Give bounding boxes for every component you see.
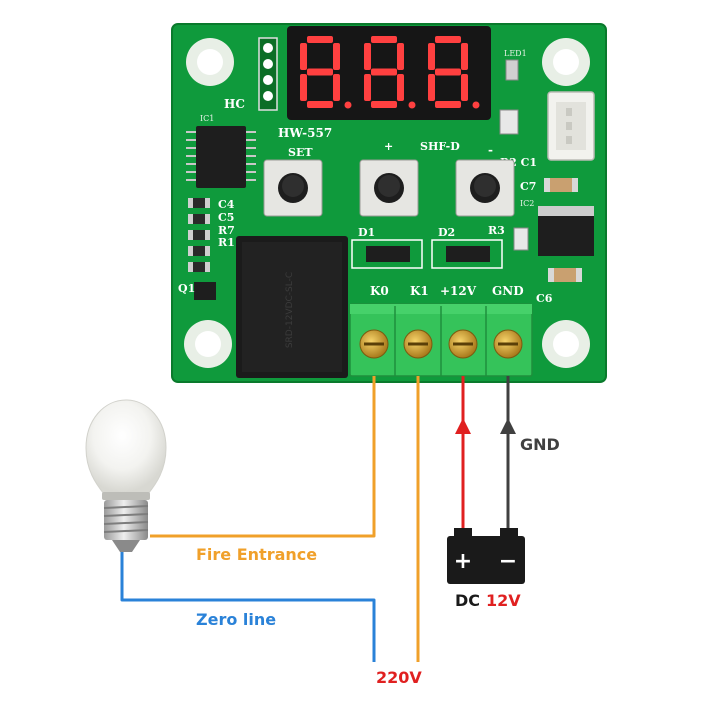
voltage-220v-label: 220V xyxy=(376,668,422,687)
light-bulb xyxy=(85,399,167,552)
thermostat-board: LED1 IC1 HC HW-557 SET + SHF-D - R2 C1 xyxy=(171,23,607,383)
model-label: HW-557 xyxy=(278,126,332,140)
digit-1-segment-5 xyxy=(300,74,307,101)
d2-label: D2 xyxy=(438,226,455,239)
dc-12v-label: DC 12V xyxy=(455,591,521,610)
mounting-hole-br xyxy=(542,320,590,368)
d1-label: D1 xyxy=(358,226,375,239)
dc-voltage: 12V xyxy=(486,591,521,610)
hc-label: HC xyxy=(224,97,245,111)
digit-2-dot xyxy=(408,101,416,109)
digit-2-segment-5 xyxy=(364,74,371,101)
digit-1-segment-4 xyxy=(307,101,333,108)
digit-2-segment-4 xyxy=(371,101,397,108)
digit-1-segment-6 xyxy=(300,43,307,70)
digit-2-segment-6 xyxy=(364,43,371,70)
ic2-label: IC2 xyxy=(520,199,534,208)
digit-3-segment-1 xyxy=(435,36,461,43)
digit-2-segment-7 xyxy=(371,68,397,76)
zero-wire xyxy=(120,548,376,662)
screw-gnd xyxy=(493,329,523,359)
digit-1-segment-7 xyxy=(307,68,333,76)
fire-entrance-label: Fire Entrance xyxy=(196,545,317,564)
digit-1-segment-2 xyxy=(333,43,340,70)
diodes xyxy=(351,239,503,269)
digit-3-segment-4 xyxy=(435,101,461,108)
digit-3-segment-3 xyxy=(461,74,468,101)
minus-button xyxy=(455,159,515,217)
relay-text: SRD-12VDC-SL-C xyxy=(285,272,295,348)
digit-3-segment-6 xyxy=(428,43,435,70)
screw-k0 xyxy=(359,329,389,359)
zero-line-label: Zero line xyxy=(196,610,276,629)
digit-2-segment-2 xyxy=(397,43,404,70)
digit-3-segment-2 xyxy=(461,43,468,70)
ic1-chip xyxy=(186,126,256,188)
dc-prefix: DC xyxy=(455,591,480,610)
mounting-hole-bl xyxy=(184,320,232,368)
led xyxy=(505,59,519,81)
terminal-label-gnd: GND xyxy=(492,284,524,298)
digit-3-segment-7 xyxy=(435,68,461,76)
led-label: LED1 xyxy=(504,49,527,58)
smd-components-left xyxy=(188,198,216,300)
terminal-label-k0: K0 xyxy=(370,284,389,298)
screw-12v xyxy=(448,329,478,359)
dc-battery: + − xyxy=(447,528,525,584)
fire-wire xyxy=(150,376,376,538)
terminal-label-k1: K1 xyxy=(410,284,429,298)
q1-label: Q1 xyxy=(178,282,195,295)
display-digits xyxy=(300,36,480,109)
c6-label: C6 xyxy=(536,292,553,305)
r3-label: R3 xyxy=(488,224,505,237)
gnd-arrow xyxy=(500,418,516,434)
mounting-hole-tr xyxy=(542,38,590,86)
minus-label: - xyxy=(488,143,493,157)
wires xyxy=(120,376,510,662)
shf-label: SHF-D xyxy=(420,140,460,153)
gnd-label: GND xyxy=(520,435,560,454)
r1-label: R1 xyxy=(218,236,235,249)
plus-button xyxy=(359,159,419,217)
battery-plus: + xyxy=(454,549,472,574)
power-connector xyxy=(547,91,595,161)
relay: SRD-12VDC-SL-C xyxy=(236,236,348,378)
digit-3-dot xyxy=(472,101,480,109)
digit-1-segment-3 xyxy=(333,74,340,101)
set-button xyxy=(263,159,323,217)
screw-k1 xyxy=(403,329,433,359)
c7-label: C7 xyxy=(520,180,536,193)
set-label: SET xyxy=(288,146,313,159)
digit-1-segment-1 xyxy=(307,36,333,43)
c4-label: C4 xyxy=(218,198,235,211)
positive-arrow xyxy=(455,418,471,434)
battery-minus: − xyxy=(499,549,517,574)
terminal-label-12v: +12V xyxy=(440,284,477,298)
c5-label: C5 xyxy=(218,211,234,224)
plus-label: + xyxy=(384,140,393,153)
terminal-block xyxy=(349,303,533,377)
chip-label: IC1 xyxy=(200,114,214,123)
digit-1-dot xyxy=(344,101,352,109)
digit-2-segment-1 xyxy=(371,36,397,43)
r7-label: R7 xyxy=(218,224,235,237)
smd-components-right xyxy=(499,109,594,282)
digit-2-segment-3 xyxy=(397,74,404,101)
digit-3-segment-5 xyxy=(428,74,435,101)
mounting-hole-tl xyxy=(186,38,234,86)
header-pins xyxy=(258,37,278,111)
seven-segment-display xyxy=(287,26,491,120)
